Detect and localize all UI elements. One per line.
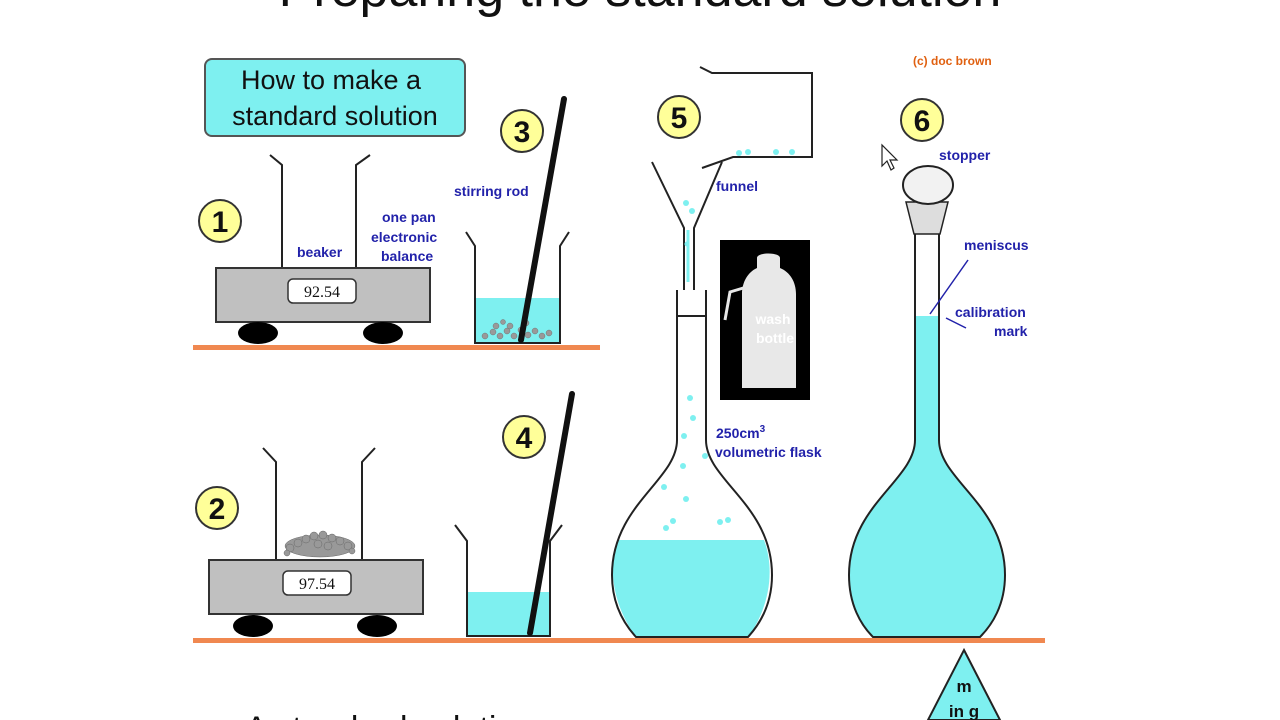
volumetric-flask-5: [610, 290, 774, 638]
step-1-number: 1: [212, 206, 229, 239]
step-6-number: 6: [914, 105, 931, 138]
bottom-caption: A standard solution: [245, 710, 534, 720]
balance-2-foot-left: [233, 615, 273, 637]
stopper-label: stopper: [939, 147, 991, 163]
step-2-number: 2: [209, 493, 226, 526]
pouring-beaker: [699, 66, 813, 169]
step-3-circle: [500, 109, 544, 153]
balance-2-display: [282, 570, 352, 596]
calibration-pointer: [945, 317, 967, 329]
balance-2-foot-right: [357, 615, 397, 637]
step-5-circle: [657, 95, 701, 139]
formula-triangle: [926, 647, 1002, 720]
beaker-3: [465, 231, 570, 344]
step-4-group: 4: [454, 391, 575, 637]
flask-type-label: volumetric flask: [715, 444, 822, 460]
calibration-label-2: mark: [994, 323, 1028, 339]
page-title: Preparing the standard solution: [279, 0, 1002, 18]
stopper-neck: [905, 201, 949, 235]
step-1-group: 1 92.54 beaker one pan electronic balanc…: [198, 154, 437, 344]
bench-bottom: [193, 638, 1045, 643]
balance-1-foot-right: [363, 322, 403, 344]
calibration-label-1: calibration: [955, 304, 1026, 320]
step-1-circle: [198, 199, 242, 243]
wash-bottle-label-1: wash: [754, 311, 790, 327]
step-2-circle: [195, 486, 239, 530]
beaker-label: beaker: [297, 244, 343, 260]
solution-3: [475, 298, 560, 343]
stirring-rod-label: stirring rod: [454, 183, 529, 199]
credit-text: (c) doc brown: [913, 54, 992, 68]
funnel: [651, 161, 723, 290]
wash-bottle-icon: [742, 253, 796, 388]
pouring-drops: [736, 149, 795, 156]
balance-label-2: electronic: [371, 229, 437, 245]
volumetric-flask-6: [847, 234, 1007, 638]
stirring-rod-3: [518, 96, 567, 343]
balance-label-1: one pan: [382, 209, 436, 225]
meniscus-label: meniscus: [964, 237, 1029, 253]
flask-5-bubbles: [661, 200, 731, 531]
balance-1-readout: 92.54: [304, 284, 340, 301]
step-2-group: 2 97.54: [195, 447, 424, 637]
meniscus-pointer: [929, 259, 969, 315]
triangle-line-1: m: [956, 677, 971, 696]
funnel-label: funnel: [716, 178, 758, 194]
step-5-number: 5: [671, 102, 688, 135]
wash-bottle-label-2: bottle: [756, 330, 794, 346]
step-4-number: 4: [516, 422, 533, 455]
stopper: [902, 165, 954, 205]
triangle-line-2: in g: [949, 702, 979, 720]
solution-6: [849, 316, 1005, 637]
step-6-circle: [900, 98, 944, 142]
balance-label-3: balance: [381, 248, 433, 264]
balance-1-foot-left: [238, 322, 278, 344]
step-4-circle: [502, 415, 546, 459]
balance-2-readout: 97.54: [299, 576, 335, 593]
step-3-group: 3 stirring rod: [454, 96, 570, 344]
mouse-cursor-icon: [881, 143, 899, 171]
wash-bottle-nozzle-icon: [723, 284, 751, 321]
step-6-group: 6 stopper meniscus calibration mark: [847, 98, 1029, 638]
step-3-number: 3: [514, 116, 531, 149]
title-line-2: standard solution: [232, 101, 438, 131]
beaker-4: [454, 524, 563, 637]
balance-1-display: [287, 278, 357, 304]
step-5-group: 5 funnel wash bottle 250cm3 volumetric f…: [610, 66, 822, 638]
title-box: [204, 58, 466, 137]
flask-volume-label: 250cm3: [716, 424, 766, 441]
bench-top: [193, 345, 600, 350]
solution-5: [612, 540, 770, 637]
title-line-1: How to make a: [241, 65, 422, 95]
stirring-rod-4: [527, 391, 575, 636]
solid-pile-2: [283, 530, 356, 558]
